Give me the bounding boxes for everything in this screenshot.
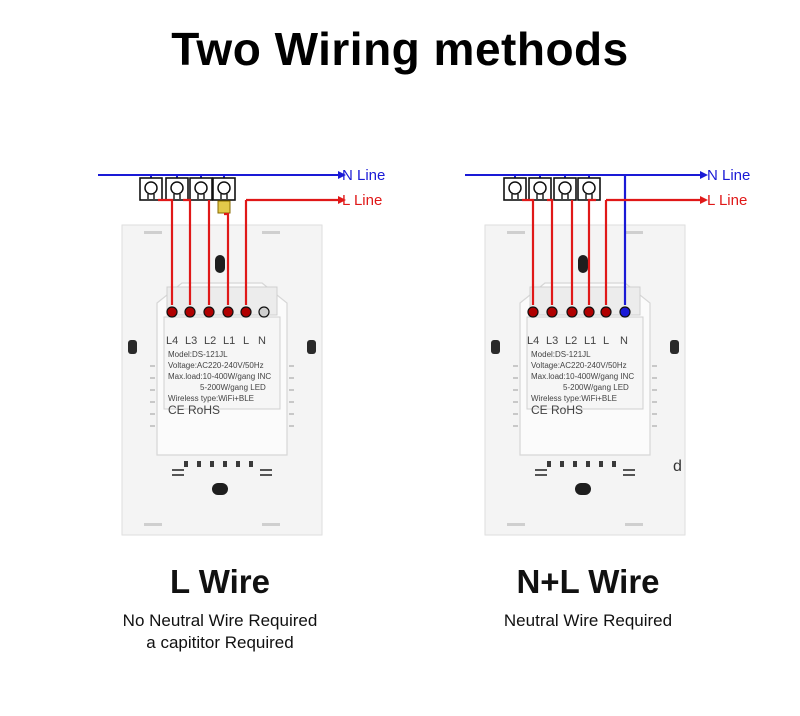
certification-marks: CE RoHS — [531, 403, 583, 417]
left-n-line-label: N Line — [342, 167, 385, 184]
left-method-title: L Wire — [170, 563, 270, 600]
terminal-label: L3 — [546, 335, 558, 347]
terminal-label: L — [603, 335, 609, 347]
lamp-icon — [503, 177, 527, 201]
terminal-label: L4 — [166, 335, 178, 347]
lamp-icon — [577, 177, 601, 201]
right-n-line-label: N Line — [707, 167, 750, 184]
lamp-icon — [212, 177, 236, 201]
lamp-icon — [189, 177, 213, 201]
device-wireless: Wireless type:WiFi+BLE — [531, 394, 617, 403]
device-load-led: 5-200W/gang LED — [200, 383, 266, 392]
device-load-led: 5-200W/gang LED — [563, 383, 629, 392]
left-method-note-2: a capititor Required — [146, 633, 294, 652]
left-l-line-label: L Line — [342, 192, 382, 209]
device-model: Model:DS-121JL — [168, 350, 228, 359]
device-voltage: Voltage:AC220-240V/50Hz — [168, 361, 264, 370]
device-load-inc: Max.load:10-400W/gang INC — [531, 372, 634, 381]
certification-marks: CE RoHS — [168, 403, 220, 417]
left-method-note-1: No Neutral Wire Required — [122, 611, 318, 630]
lamp-icon — [528, 177, 552, 201]
right-method-note-1: Neutral Wire Required — [503, 611, 673, 630]
lamp-icon — [165, 177, 189, 201]
lamp-icon — [139, 177, 163, 201]
terminal-label: L1 — [584, 335, 596, 347]
device-voltage: Voltage:AC220-240V/50Hz — [531, 361, 627, 370]
right-l-line-label: L Line — [707, 192, 747, 209]
terminal-label: N — [620, 335, 628, 347]
device-wireless: Wireless type:WiFi+BLE — [168, 394, 254, 403]
right-wiring-diagram — [465, 174, 700, 536]
left-wiring-diagram — [98, 174, 338, 536]
terminal-label: L2 — [204, 335, 216, 347]
lamp-icon — [553, 177, 577, 201]
capacitor-icon — [217, 200, 231, 214]
terminal-label: L4 — [527, 335, 539, 347]
terminal-label: L2 — [565, 335, 577, 347]
terminal-label: N — [258, 335, 266, 347]
terminal-label: L1 — [223, 335, 235, 347]
stray-text: d — [673, 458, 682, 475]
terminal-label: L — [243, 335, 249, 347]
right-method-title: N+L Wire — [516, 563, 660, 600]
terminal-label: L3 — [185, 335, 197, 347]
device-model: Model:DS-121JL — [531, 350, 591, 359]
page-title: Two Wiring methods — [171, 23, 629, 75]
device-load-inc: Max.load:10-400W/gang INC — [168, 372, 271, 381]
